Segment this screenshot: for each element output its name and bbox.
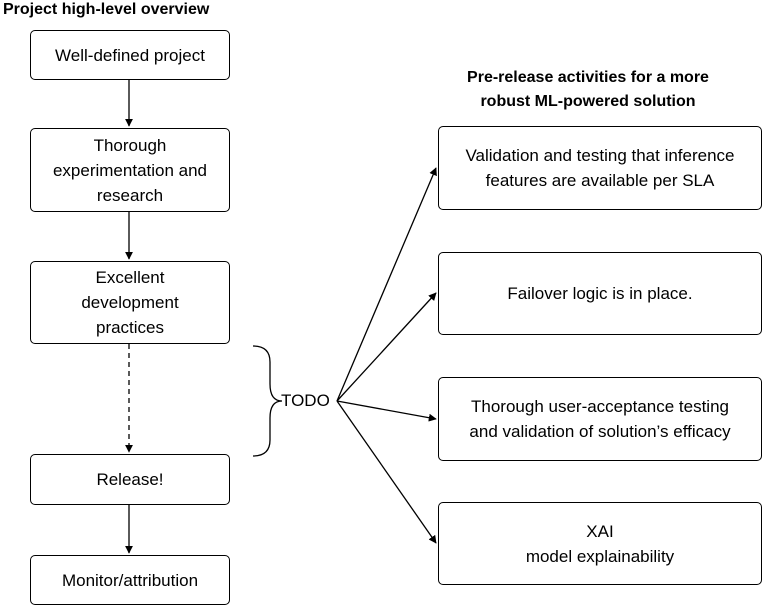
activity-box-validation-testing: Validation and testing that inference fe… <box>438 126 762 210</box>
arrow-todo-activity-3 <box>336 400 437 422</box>
right-title: Pre-release activities for a more robust… <box>467 69 709 110</box>
arrow-todo-activity-2 <box>336 292 437 402</box>
todo-brace <box>252 345 283 457</box>
flow-box-monitor-attribution: Monitor/attribution <box>30 555 230 605</box>
activity-box-failover-logic: Failover logic is in place. <box>438 252 762 335</box>
activity-box-user-acceptance-testing: Thorough user-acceptance testing and val… <box>438 377 762 461</box>
flow-box-release: Release! <box>30 454 230 505</box>
todo-label: TODO <box>281 391 330 410</box>
flow-box-experimentation: Thorough experimentation and research <box>30 128 230 212</box>
arrow-todo-activity-4 <box>336 400 437 544</box>
flow-box-well-defined-project: Well-defined project <box>30 30 230 80</box>
flow-box-development-practices: Excellent development practices <box>30 261 230 344</box>
left-title: Project high-level overview <box>3 1 210 18</box>
arrow-todo-activity-1 <box>336 167 437 402</box>
activity-box-xai: XAI model explainability <box>438 502 762 585</box>
